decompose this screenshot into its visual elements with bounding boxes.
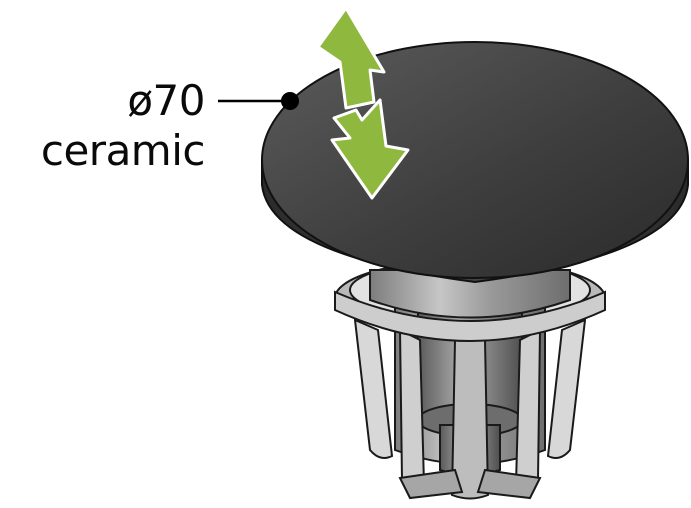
up-down-arrow-icon — [316, 6, 410, 200]
diameter-label: ø70 — [127, 76, 205, 125]
callout-dot — [281, 92, 299, 110]
ceramic-cap — [261, 41, 689, 284]
strainer-cage — [334, 259, 606, 500]
callout-leader — [218, 92, 299, 110]
material-label: ceramic — [40, 126, 206, 175]
